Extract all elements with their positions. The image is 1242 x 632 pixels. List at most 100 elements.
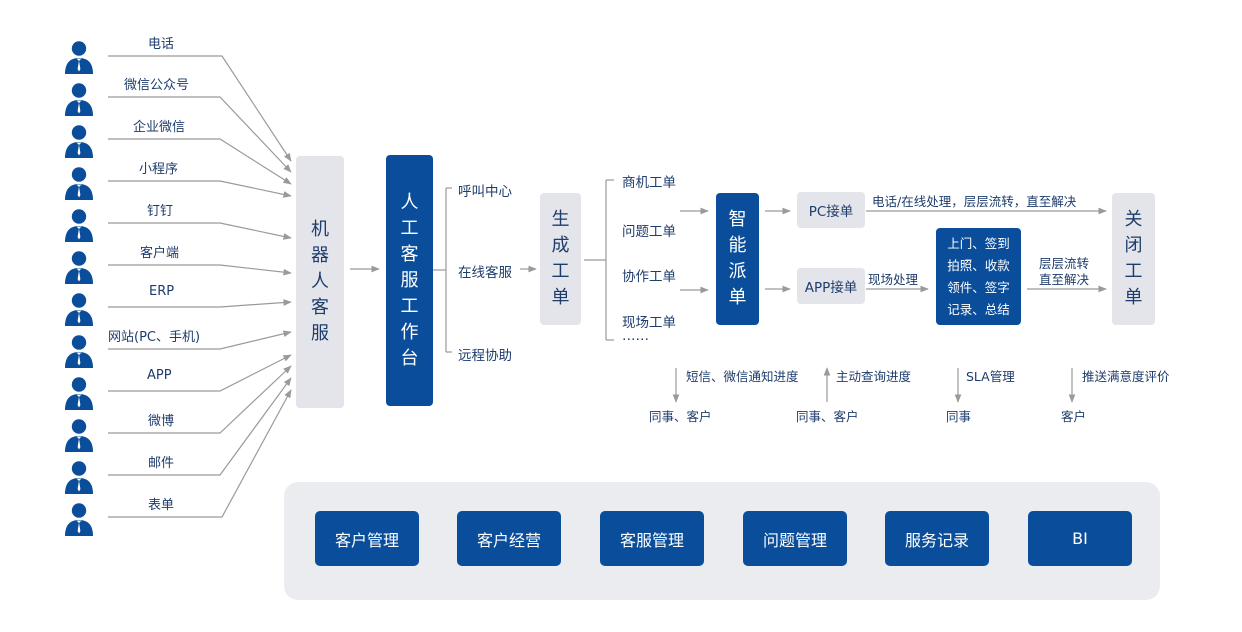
module-issue-management[interactable]: 问题管理 bbox=[743, 511, 847, 566]
channel-line bbox=[108, 377, 292, 476]
channel-label: ERP bbox=[149, 284, 175, 299]
robot-service-char: 器 bbox=[311, 245, 329, 266]
channel-line bbox=[108, 96, 292, 173]
onsite-step: 拍照、收款 bbox=[947, 257, 1010, 273]
module-customer-operations[interactable]: 客户经营 bbox=[457, 511, 561, 566]
person-icon bbox=[64, 82, 94, 116]
channel-label: 邮件 bbox=[148, 456, 175, 471]
channel-label: 企业微信 bbox=[133, 120, 186, 135]
channel-label: 网站(PC、手机) bbox=[108, 330, 201, 345]
channel-line bbox=[108, 264, 292, 276]
notice-target: 同事、客户 bbox=[649, 409, 712, 424]
notice-label: SLA管理 bbox=[966, 369, 1015, 384]
person-icon bbox=[64, 502, 94, 536]
onsite-steps-box: 上门、签到 拍照、收款 领件、签字 记录、总结 bbox=[936, 228, 1021, 325]
channel-label: 客户端 bbox=[140, 246, 180, 261]
close-ticket-char: 单 bbox=[1124, 287, 1143, 308]
notice-target: 同事 bbox=[946, 409, 972, 424]
channel-label: 电话 bbox=[148, 37, 175, 52]
module-customer-management[interactable]: 客户管理 bbox=[315, 511, 419, 566]
channel-line bbox=[108, 299, 292, 308]
generate-ticket-char: 单 bbox=[551, 287, 570, 308]
person-icon bbox=[64, 250, 94, 284]
branch-online-service: 在线客服 bbox=[458, 265, 512, 281]
app-accept-box: APP接单 bbox=[797, 268, 865, 304]
person-icon bbox=[64, 418, 94, 452]
channel-line bbox=[108, 138, 292, 185]
person-icon bbox=[64, 124, 94, 158]
ticket-type: 问题工单 bbox=[622, 224, 676, 240]
onsite-step: 记录、总结 bbox=[947, 301, 1010, 317]
channel-line bbox=[108, 55, 292, 162]
notice-label: 主动查询进度 bbox=[836, 369, 912, 384]
human-service-char: 人 bbox=[400, 191, 419, 213]
channel-line bbox=[108, 330, 292, 350]
module-service-management[interactable]: 客服管理 bbox=[600, 511, 704, 566]
notice-label: 短信、微信通知进度 bbox=[686, 369, 799, 384]
robot-service-char: 机 bbox=[311, 219, 329, 240]
pc-process-label: 电话/在线处理，层层流转，直至解决 bbox=[872, 194, 1077, 209]
pc-accept-box: PC接单 bbox=[797, 192, 865, 228]
human-service-char: 工 bbox=[400, 217, 419, 239]
notice-target: 客户 bbox=[1061, 409, 1087, 424]
robot-service-box: 机 器 人 客 服 bbox=[296, 156, 344, 408]
ticket-type: 现场工单 bbox=[622, 315, 676, 331]
flow-text: 直至解决 bbox=[1039, 272, 1090, 287]
close-ticket-char: 工 bbox=[1124, 261, 1143, 282]
onsite-step: 上门、签到 bbox=[947, 235, 1010, 251]
smart-dispatch-char: 能 bbox=[728, 235, 747, 256]
channel-line bbox=[108, 389, 292, 518]
module-bi[interactable]: BI bbox=[1028, 511, 1132, 566]
human-service-char: 台 bbox=[400, 347, 419, 369]
human-service-char: 服 bbox=[400, 269, 419, 291]
generate-ticket-char: 生 bbox=[551, 209, 570, 230]
channel-line bbox=[108, 365, 292, 434]
branch-call-center: 呼叫中心 bbox=[458, 184, 512, 200]
branch-remote-assist: 远程协助 bbox=[458, 348, 512, 364]
close-ticket-char: 闭 bbox=[1124, 235, 1143, 256]
channel-label: APP bbox=[147, 368, 172, 383]
channel-label: 表单 bbox=[148, 498, 175, 513]
channel-label: 微信公众号 bbox=[124, 78, 190, 93]
close-ticket-char: 关 bbox=[1124, 209, 1143, 230]
smart-dispatch-char: 单 bbox=[728, 287, 747, 308]
onsite-process-label: 现场处理 bbox=[868, 272, 919, 287]
ticket-type: …… bbox=[622, 328, 649, 344]
person-icon bbox=[64, 376, 94, 410]
generate-ticket-char: 成 bbox=[551, 235, 570, 256]
robot-service-char: 客 bbox=[311, 297, 329, 318]
flow-text: 层层流转 bbox=[1039, 256, 1090, 271]
robot-service-char: 服 bbox=[311, 323, 329, 344]
notice-label: 推送满意度评价 bbox=[1082, 369, 1170, 384]
smart-dispatch-char: 派 bbox=[728, 261, 747, 282]
channel-label: 微博 bbox=[148, 414, 175, 429]
person-icon bbox=[64, 40, 94, 74]
person-icon bbox=[64, 292, 94, 326]
human-service-box: 人 工 客 服 工 作 台 bbox=[386, 155, 433, 406]
human-service-char: 工 bbox=[400, 295, 419, 317]
generate-ticket-box: 生 成 工 单 bbox=[540, 193, 581, 325]
channel-label: 钉钉 bbox=[147, 204, 174, 219]
person-icon bbox=[64, 460, 94, 494]
person-icon bbox=[64, 166, 94, 200]
robot-service-char: 人 bbox=[311, 271, 329, 292]
module-service-records[interactable]: 服务记录 bbox=[885, 511, 989, 566]
ticket-type: 商机工单 bbox=[622, 175, 676, 191]
generate-ticket-char: 工 bbox=[551, 261, 570, 282]
human-service-char: 作 bbox=[400, 321, 419, 343]
channel-line bbox=[108, 180, 292, 198]
smart-dispatch-box: 智 能 派 单 bbox=[716, 193, 759, 325]
human-service-char: 客 bbox=[400, 243, 419, 265]
notice-target: 同事、客户 bbox=[796, 409, 859, 424]
onsite-step: 领件、签字 bbox=[947, 279, 1010, 295]
channel-line bbox=[108, 222, 292, 240]
channel-label: 小程序 bbox=[139, 162, 179, 177]
smart-dispatch-char: 智 bbox=[728, 209, 747, 230]
person-icon bbox=[64, 208, 94, 242]
channel-line bbox=[108, 354, 292, 392]
ticket-type: 协作工单 bbox=[622, 269, 676, 285]
module-panel bbox=[284, 482, 1160, 600]
close-ticket-box: 关 闭 工 单 bbox=[1112, 193, 1155, 325]
person-icon bbox=[64, 334, 94, 368]
